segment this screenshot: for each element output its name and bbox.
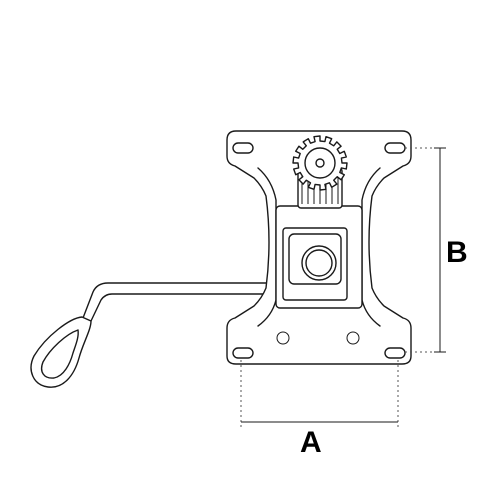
slot-top-right (384, 142, 406, 154)
lever-handle (30, 282, 273, 388)
cylinder-hole (301, 245, 337, 281)
tension-knob (292, 135, 348, 209)
mounting-slots (232, 142, 406, 359)
slot-top-left (232, 142, 254, 154)
slot-bottom-left (232, 347, 254, 359)
dimension-b-label: B (446, 236, 468, 269)
slot-bottom-right (384, 347, 406, 359)
lever-grip-inner (40, 329, 79, 379)
dimension-a-label: A (300, 426, 322, 459)
dimension-b (405, 147, 446, 353)
cylinder-housing (275, 205, 363, 309)
dimension-a (240, 360, 399, 430)
rivet-hole-right (346, 331, 360, 345)
rivet-hole-left (276, 331, 290, 345)
lever-grip (30, 316, 92, 388)
